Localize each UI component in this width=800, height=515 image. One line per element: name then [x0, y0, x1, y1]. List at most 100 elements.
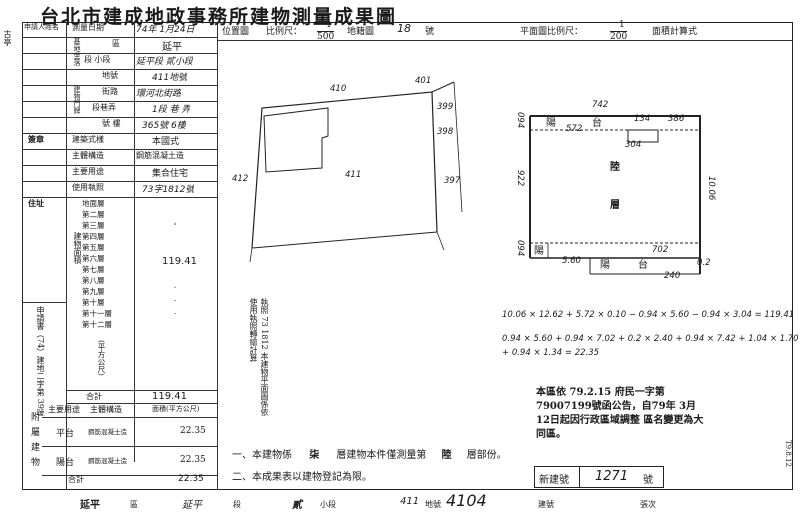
district-value: 延平: [162, 42, 182, 53]
structure-label: 主體構造: [72, 151, 104, 160]
sum-label: 合計: [86, 392, 102, 401]
fp-balcony-top: 陽: [546, 118, 556, 129]
address-label: 住址: [28, 198, 44, 208]
fp-386: 386: [668, 114, 685, 124]
site-401: 401: [415, 76, 432, 86]
attached-sum-label: 合計: [68, 475, 84, 484]
site-412: 412: [232, 174, 249, 184]
floor-label: 第四層: [82, 232, 105, 241]
section-value: 延平段 貳小段: [136, 57, 193, 67]
fp-560: 5.60: [562, 256, 581, 266]
map-sheet-label: 地籍圖: [347, 27, 375, 37]
floor-label: 第十二層: [82, 320, 112, 329]
site-plan: [249, 81, 463, 262]
sum-value: 119.41: [152, 391, 187, 402]
floor-label: 第九層: [82, 287, 105, 296]
fp-1006: 10.06: [706, 176, 716, 201]
plan-scale-den: 200: [610, 31, 628, 42]
map-sheet-num: 18: [397, 22, 411, 35]
lane-label: 段巷弄: [92, 103, 116, 112]
permit-side-note: 執照 73 1812 本建物平面圖係依使用執照轉繪計算: [249, 298, 269, 417]
document-frame: [22, 22, 793, 490]
fp-floor-char: 層: [610, 200, 620, 211]
building-door-label: 建物門牌: [73, 86, 81, 114]
land-no-label: 地號: [102, 71, 118, 80]
attached-area: 22.35: [180, 455, 206, 465]
building-area-label: 建物面積: [73, 232, 82, 264]
base-land-label: 基地坐落: [73, 38, 81, 66]
footer-district-label: 區: [130, 500, 138, 509]
note-2: 二、本成果表以建物登記為限。: [232, 472, 372, 483]
land-no-value: 411地號: [152, 73, 188, 83]
header-rule: [217, 40, 793, 41]
map-sheet-suffix: 號: [425, 27, 435, 37]
build-number-value: 1271: [595, 469, 629, 484]
attached-head-use: 主要用途: [48, 405, 80, 414]
floor-label: 第六層: [82, 254, 105, 263]
attached-head-struct: 主體構造: [90, 405, 122, 414]
fp-platform-bottom: 陽: [600, 260, 610, 271]
footer-section-label: 段: [233, 500, 241, 509]
plan-scale-num: 1: [619, 20, 625, 30]
fp-922: 922: [515, 170, 525, 187]
note-1-a: 一、本建物係: [232, 450, 292, 461]
use-label: 主要用途: [72, 167, 104, 176]
fp-platform-bottom-2: 台: [638, 260, 648, 271]
floor-label: 第二層: [82, 210, 105, 219]
floor-label: 第五層: [82, 243, 105, 252]
attached-area: 22.35: [180, 426, 206, 436]
footer-subsection-value: 貳: [292, 500, 302, 511]
survey-date-label: 測量日期: [72, 23, 104, 32]
survey-date-value: 74年 1月24日: [136, 25, 195, 35]
calc-line-3: + 0.94 × 1.34 = 22.35: [502, 348, 600, 358]
floor-plan: [529, 115, 701, 275]
permit-value: 73字1812號: [142, 185, 195, 195]
floor-label: 地面層: [82, 199, 105, 208]
door-label: 號 樓: [102, 119, 121, 128]
margin-stamp: T9.8.12: [784, 440, 792, 467]
floor-label: 第七層: [82, 265, 105, 274]
footer-land-value: 411: [400, 496, 420, 507]
application-number: 申請書（74）建地二字第 39號: [36, 306, 45, 416]
street-label: 街路: [102, 87, 118, 96]
fp-094b: 094: [515, 240, 525, 257]
note-1: 一、本建物係 柒 層建物本件僅測量第 陸 層部份。: [232, 446, 507, 461]
site-399: 399: [437, 102, 454, 112]
footer-district-value: 延平: [80, 500, 100, 511]
build-number-box: 新建號 1271 號: [534, 466, 664, 488]
fp-702: 702: [652, 245, 669, 255]
note-1-floor: 陸: [441, 450, 452, 461]
attached-struct: 鋼筋混凝土造: [88, 457, 127, 465]
style-label: 建築式樣: [72, 135, 104, 144]
street-value: 環河北街路: [136, 89, 182, 99]
footer-subsection-label: 小段: [320, 500, 336, 509]
dots-1: · · ·: [170, 222, 179, 225]
attached-label: 附屬建物: [29, 412, 39, 472]
margin-note: 古亭: [3, 30, 12, 46]
fp-572: 572: [566, 124, 583, 134]
build-number-label: 新建號: [539, 475, 569, 486]
form-table: 申請人姓名 測量日期 74年 1月24日 基地坐落 區 延平 段 小段 延平段 …: [22, 22, 217, 490]
attached-row: 陽台 鋼筋混凝土造 22.35: [42, 447, 217, 476]
area-calc-label: 面積計算式: [652, 27, 698, 37]
attached-use: 平台: [56, 429, 75, 439]
divider-left: [217, 22, 218, 490]
floor-label: 第十一層: [82, 309, 112, 318]
build-number-suffix: 號: [643, 475, 653, 486]
note-1-floors: 柒: [309, 450, 320, 461]
site-397: 397: [444, 176, 461, 186]
floor-label: 第十層: [82, 298, 105, 307]
position-map-label: 位置圖: [222, 27, 250, 37]
attached-use: 陽台: [56, 458, 75, 468]
footer-land-label: 地號: [425, 500, 441, 509]
attached-sum-value: 22.35: [178, 474, 204, 484]
calc-line-1: 10.06 × 12.62 + 5.72 × 0.10 − 0.94 × 5.6…: [502, 310, 795, 320]
footer-section-value: 延平: [182, 500, 202, 511]
fp-094a: 094: [515, 112, 525, 129]
district-label: 區: [112, 39, 120, 48]
structure-value: 鋼筋混凝土造: [136, 151, 184, 160]
attached-struct: 鋼筋混凝土造: [88, 428, 127, 436]
floor-list: 地面層第二層第三層第四層第五層第六層第七層第八層第九層第十層第十一層第十二層: [82, 198, 134, 330]
attached-head-area: 面積(平方公尺): [152, 405, 200, 413]
